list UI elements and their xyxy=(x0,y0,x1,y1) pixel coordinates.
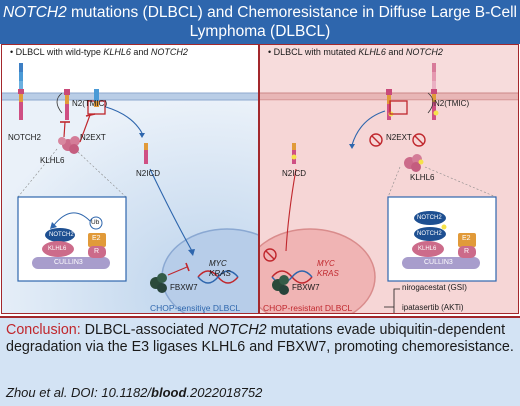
notch2-label: NOTCH2 xyxy=(8,133,41,142)
panel-title-text: • DLBCL with wild-type xyxy=(10,47,104,57)
inset-r-label: R xyxy=(94,248,100,255)
mutated-panel-title: • DLBCL with mutated KLHL6 and NOTCH2 xyxy=(268,47,443,57)
mutated-fbxw7-icon xyxy=(272,275,289,295)
conclusion-text1: DLBCL-associated xyxy=(80,322,208,338)
fbxw7-protein-icon xyxy=(150,273,167,293)
panel-title-text: • DLBCL with mutated xyxy=(268,47,359,57)
title-gene: NOTCH2 xyxy=(2,4,67,21)
figure-title-bar: NOTCH2 mutations (DLBCL) and Chemoresist… xyxy=(0,0,520,44)
kras-gene-label: KRAS xyxy=(209,269,231,278)
inset-klhl6-label: KLHL6 xyxy=(418,246,437,252)
conclusion-text2: mutations evade ubiquitin-dependent degr… xyxy=(6,322,514,355)
chop-resistant-outcome: CHOP-resistant DLBCL xyxy=(263,303,353,313)
inset-notch2-label: NOTCH2 xyxy=(49,232,74,238)
inset-e2-label: E2 xyxy=(462,235,471,242)
panel-title-gene2: NOTCH2 xyxy=(150,47,188,57)
mutated-klhl6-label: KLHL6 xyxy=(410,173,435,182)
conclusion-box: Conclusion: DLBCL-associated NOTCH2 muta… xyxy=(0,316,520,406)
figure-title: NOTCH2 mutations (DLBCL) and Chemoresist… xyxy=(0,0,520,41)
inset-r-label: R xyxy=(464,248,470,255)
wild-type-illustration xyxy=(2,63,258,313)
mutated-fbxw7-label: FBXW7 xyxy=(292,283,320,292)
n2icd-label: N2ICD xyxy=(136,169,161,178)
klhl6-protein-icon xyxy=(58,136,80,154)
dna-helix-icon xyxy=(197,270,239,284)
title-text: mutations (DLBCL) and Chemoresistance in… xyxy=(66,4,517,40)
chop-sensitive-outcome: CHOP-sensitive DLBCL xyxy=(150,303,241,313)
inset-notch2-a-label: NOTCH2 xyxy=(417,215,442,221)
inset-notch2-b-label: NOTCH2 xyxy=(417,231,442,237)
fbxw7-label: FBXW7 xyxy=(170,283,198,292)
drug-nirogacestat: nirogacestat (GSI) xyxy=(402,283,467,292)
cell-membrane xyxy=(2,93,258,100)
conclusion-text: Conclusion: DLBCL-associated NOTCH2 muta… xyxy=(6,322,514,356)
n2ext-label: N2EXT xyxy=(80,133,106,142)
myc-gene-label: MYC xyxy=(209,259,227,268)
panel-title-and: and xyxy=(385,47,406,57)
mutated-illustration xyxy=(260,63,518,313)
mutated-kras-gene-label: KRAS xyxy=(317,269,339,278)
conclusion-gene: NOTCH2 xyxy=(207,322,267,338)
inset-klhl6-label: KLHL6 xyxy=(48,246,67,252)
mutated-panel: • DLBCL with mutated KLHL6 and NOTCH2 N2… xyxy=(259,44,519,314)
inset-cullin3-label: CULLIN3 xyxy=(424,259,453,266)
mutated-n2icd-icon xyxy=(291,143,297,164)
inset-ub-label: Ub xyxy=(91,219,100,226)
mutated-notch2-receptor-icon xyxy=(431,63,439,120)
drug-ipatasertib: ipatasertib (AKTi) xyxy=(402,303,464,312)
wild-type-panel: • DLBCL with wild-type KLHL6 and NOTCH2 … xyxy=(1,44,259,314)
no-entry-icon-1 xyxy=(369,133,383,147)
no-entry-icon-3 xyxy=(263,248,277,262)
klhl6-label: KLHL6 xyxy=(40,156,65,165)
n2tmic-receptor-icon xyxy=(64,89,70,120)
mutated-nucleus xyxy=(260,228,376,313)
citation-suffix: .2022018752 xyxy=(186,385,263,400)
citation-prefix: Zhou et al. DOI: 10.1182/ xyxy=(6,385,152,400)
citation: Zhou et al. DOI: 10.1182/blood.202201875… xyxy=(6,385,262,400)
n2tmic-label: N2(TMIC) xyxy=(72,99,108,108)
conclusion-heading: Conclusion: xyxy=(6,322,81,338)
inset-e2-label: E2 xyxy=(92,235,101,242)
panel-title-gene1: KLHL6 xyxy=(103,47,131,57)
panel-title-and: and xyxy=(130,47,151,57)
panel-title-gene1: KLHL6 xyxy=(358,47,386,57)
n2icd-icon xyxy=(144,143,148,164)
panel-title-gene2: NOTCH2 xyxy=(405,47,443,57)
mutated-n2ext-label: N2EXT xyxy=(386,133,412,142)
wild-type-panel-title: • DLBCL with wild-type KLHL6 and NOTCH2 xyxy=(10,47,188,57)
citation-journal: blood xyxy=(151,385,187,400)
inset-cullin3-label: CULLIN3 xyxy=(54,259,83,266)
mutated-n2icd-label: N2ICD xyxy=(282,169,307,178)
notch2-receptor-icon xyxy=(18,63,24,120)
mutated-klhl6-icon xyxy=(404,154,424,172)
mutated-n2tmic-label: N2(TMIC) xyxy=(434,99,470,108)
no-entry-icon-2 xyxy=(412,133,426,147)
mutated-myc-gene-label: MYC xyxy=(317,259,335,268)
